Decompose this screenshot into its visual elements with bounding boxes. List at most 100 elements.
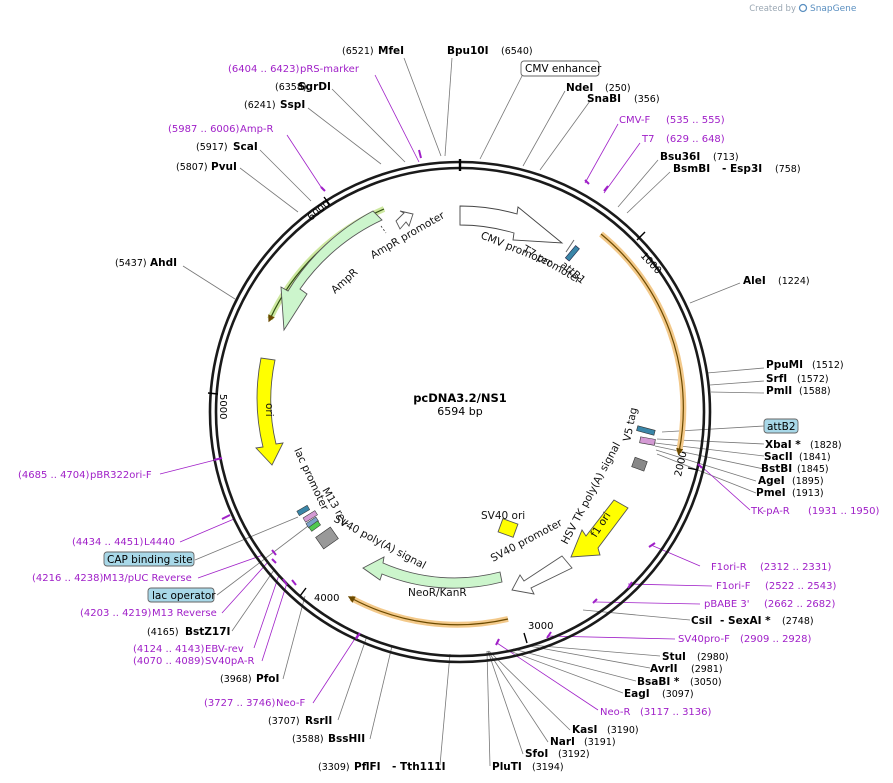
bsmbi-name[interactable]: BsmBI (673, 163, 710, 175)
v5-tag-label: V5 tag (621, 406, 640, 442)
bsshii-name[interactable]: BssHII (328, 733, 365, 745)
neof-name[interactable]: Neo-F (276, 698, 306, 709)
nari-name[interactable]: NarI (550, 736, 575, 748)
alei-name[interactable]: AleI (743, 275, 766, 287)
srfi-name[interactable]: SrfI (766, 373, 787, 385)
bstz17i-pos: (4165) (147, 627, 179, 638)
sv40-ori-feature[interactable] (497, 518, 519, 538)
f1orif-name[interactable]: F1ori-F (716, 581, 751, 592)
ndei-name[interactable]: NdeI (566, 82, 593, 94)
cap-binding-box[interactable] (103, 551, 195, 567)
sacii-pos: (1841) (799, 452, 831, 463)
avrii-pos: (2981) (691, 664, 723, 675)
sgrdi-name[interactable]: SgrDI (298, 81, 331, 93)
prs-marker-name[interactable]: pRS-marker (300, 64, 360, 75)
lac-promoter-feature[interactable] (302, 510, 318, 523)
pmli-name[interactable]: PmlI (766, 385, 792, 397)
bsabi-name[interactable]: BsaBI * (637, 676, 680, 688)
xbai-name[interactable]: XbaI * (765, 439, 801, 451)
ebvrev-name[interactable]: EBV-rev (205, 644, 244, 655)
f1-ori-feature[interactable] (570, 499, 629, 558)
ori-label: ori (263, 403, 275, 417)
ppumi-name[interactable]: PpuMI (766, 359, 803, 371)
attb1-feature[interactable] (564, 245, 580, 262)
csii-pos: (2748) (782, 616, 814, 627)
sv40prof-name[interactable]: SV40pro-F (678, 634, 730, 645)
avrii-name[interactable]: AvrII (650, 663, 678, 675)
m13rev-name[interactable]: M13 Reverse (152, 608, 217, 619)
pbr322-name[interactable]: pBR322ori-F (90, 470, 152, 481)
hsv-tk-polya-feature[interactable] (631, 456, 648, 472)
sacii-name[interactable]: SacII (764, 451, 793, 463)
orf-arc-1 (600, 233, 684, 456)
sv40par-name[interactable]: SV40pA-R (205, 656, 254, 667)
m13puc-name[interactable]: M13/pUC Reverse (103, 573, 192, 584)
esp3i-name[interactable]: - Esp3I (722, 163, 762, 175)
sgrdi-pos: (6358) (275, 82, 307, 93)
sv40-polya-feature[interactable] (315, 526, 339, 550)
t7-name[interactable]: T7 (641, 134, 654, 145)
ampr-promoter-feature[interactable] (395, 210, 414, 230)
mfei-name[interactable]: MfeI (378, 45, 404, 57)
bpu10i-name[interactable]: Bpu10I (447, 45, 489, 57)
sv40par-pos: (4070 .. 4089) (133, 656, 205, 667)
f1orir-name[interactable]: F1ori-R (711, 562, 747, 573)
credit-brand: SnapGene (810, 4, 857, 14)
tick-4000: 4000 (314, 593, 339, 604)
attb2-feature[interactable] (636, 425, 656, 436)
bsmbi-pos: (758) (775, 164, 801, 175)
cap-binding-site-feature[interactable] (296, 504, 311, 516)
pfoi-name[interactable]: PfoI (256, 673, 279, 685)
cmv-enhancer-label: CMV enhancer (525, 63, 602, 75)
bsu36i-name[interactable]: Bsu36I (660, 151, 700, 163)
rsrii-name[interactable]: RsrII (305, 715, 332, 727)
neor-primer-name[interactable]: Neo-R (600, 707, 631, 718)
m13rev-pos: (4203 .. 4219) (80, 608, 152, 619)
pluti-name[interactable]: PluTI (492, 761, 522, 773)
l4440-name[interactable]: L4440 (144, 537, 175, 548)
pbabe-name[interactable]: pBABE 3' (704, 599, 750, 610)
bstz17i-name[interactable]: BstZ17I (185, 626, 230, 638)
pvui-name[interactable]: PvuI (211, 161, 237, 173)
neor-kanr-feature[interactable] (362, 556, 503, 589)
cmvf-pos: (535 .. 555) (666, 115, 725, 126)
scai-name[interactable]: ScaI (233, 141, 258, 153)
sexai-name[interactable]: - SexAI * (720, 615, 771, 627)
lac-promoter-label: lac promoter (291, 446, 331, 513)
cmvf-name[interactable]: CMV-F (619, 115, 650, 126)
l4440-pos: (4434 .. 4451) (72, 537, 144, 548)
tkpar-name[interactable]: TK-pA-R (750, 506, 790, 517)
snapgene-logo-icon (798, 3, 808, 13)
kasi-name[interactable]: KasI (572, 724, 597, 736)
snabi-name[interactable]: SnaBI (587, 93, 621, 105)
tth111i-name[interactable]: - Tth111I (392, 761, 446, 773)
m13puc-pos: (4216 .. 4238) (32, 573, 104, 584)
csii-name[interactable]: CsiI (691, 615, 712, 627)
nari-pos: (3191) (584, 737, 616, 748)
cap-binding-label: CAP binding site (107, 554, 193, 566)
lac-operator-box[interactable] (147, 587, 215, 603)
agei-name[interactable]: AgeI (758, 475, 785, 487)
cmv-promoter-feature[interactable] (459, 205, 564, 244)
tick-3000: 3000 (528, 621, 553, 632)
v5-tag-feature[interactable] (639, 436, 656, 446)
ori-feature[interactable] (255, 357, 284, 466)
pmei-name[interactable]: PmeI (756, 487, 786, 499)
amp-r-name[interactable]: Amp-R (240, 124, 274, 135)
prs-marker-pos: (6404 .. 6423) (228, 64, 300, 75)
cmv-enhancer-box[interactable] (520, 60, 600, 77)
pflfi-name[interactable]: PflFI (354, 761, 381, 773)
eagi-name[interactable]: EagI (624, 688, 650, 700)
kasi-pos: (3190) (607, 725, 639, 736)
m13-rev-feature[interactable] (308, 520, 321, 532)
pluti-pos: (3194) (532, 762, 564, 773)
sfoi-name[interactable]: SfoI (525, 748, 548, 760)
ampr-feature[interactable] (280, 210, 383, 332)
ndei-pos: (250) (605, 83, 631, 94)
ahdi-name[interactable]: AhdI (150, 257, 177, 269)
sv40-promoter-feature[interactable] (511, 555, 573, 595)
bstbi-name[interactable]: BstBI (761, 463, 792, 475)
stui-name[interactable]: StuI (662, 651, 686, 663)
sspi-name[interactable]: SspI (280, 99, 305, 111)
attb2-box[interactable] (763, 418, 799, 434)
